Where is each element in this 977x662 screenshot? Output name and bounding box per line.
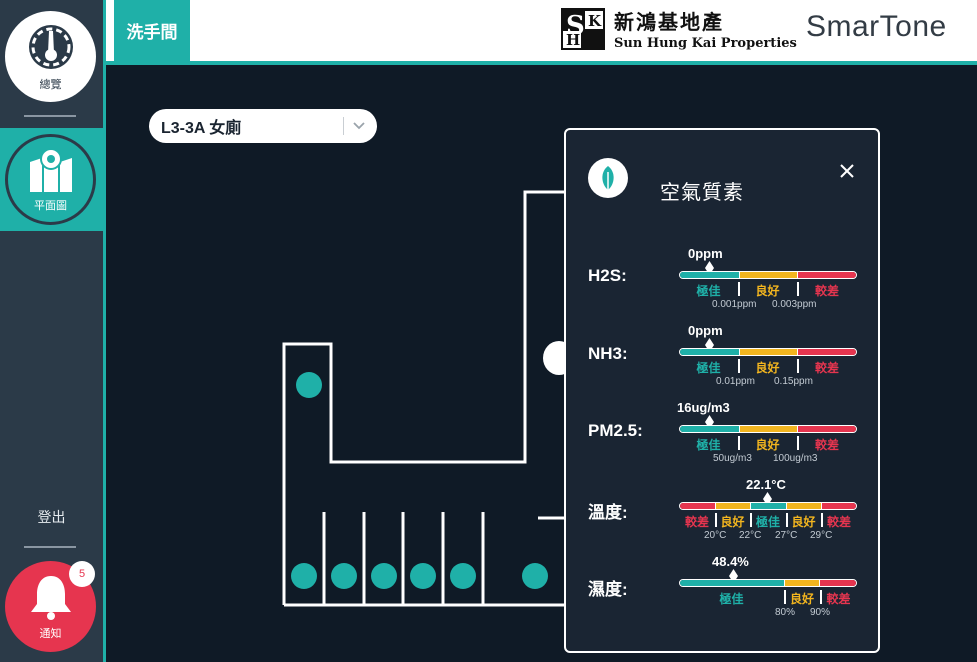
level-label: 極佳 [696, 438, 721, 452]
sidebar-divider [24, 546, 76, 548]
threshold-label: 90% [810, 607, 831, 618]
threshold-label: 50ug/m3 [713, 453, 752, 464]
toilet-icon[interactable] [522, 563, 548, 589]
level-bar [679, 425, 857, 433]
nav-notification-label: 通知 [39, 628, 62, 640]
level-labels: 極佳 良好 較差 [679, 436, 857, 453]
metric-value-h2s: 0ppm [688, 246, 723, 261]
threshold-label: 27°C [775, 530, 798, 541]
threshold-label: 80% [775, 607, 796, 618]
threshold-label: 0.001ppm [712, 299, 757, 310]
level-labels: 較差 良好 極佳 良好 較差 [679, 513, 857, 530]
level-label: 較差 [814, 361, 839, 375]
svg-text:K: K [588, 12, 602, 30]
threshold-label: 29°C [810, 530, 833, 541]
sidebar-edge [103, 0, 106, 662]
level-labels: 極佳 良好 較差 [679, 282, 857, 299]
level-label: 良好 [755, 284, 780, 298]
sidebar-divider [24, 115, 76, 117]
nav-floorplan-button[interactable]: 平面圖 [5, 134, 96, 225]
level-bar [679, 502, 857, 510]
threshold-label: 0.01ppm [716, 376, 755, 387]
header-underline [106, 61, 977, 65]
level-label: 極佳 [696, 284, 721, 298]
threshold-label: 100ug/m3 [773, 453, 818, 464]
notification-count-badge: 5 [69, 561, 95, 587]
level-bar [679, 348, 857, 356]
metric-value-humidity: 48.4% [712, 554, 749, 569]
level-label: 良好 [755, 438, 780, 452]
svg-text:H: H [566, 31, 580, 49]
level-label: 較差 [814, 284, 839, 298]
level-label: 較差 [814, 438, 839, 452]
level-label: 極佳 [696, 361, 721, 375]
metric-value-nh3: 0ppm [688, 323, 723, 338]
location-select[interactable]: L3-3A 女廁 [149, 109, 377, 143]
shkp-chinese-name: 新鴻基地產 [614, 10, 724, 34]
level-bar [679, 579, 857, 587]
level-labels: 極佳 良好 較差 [679, 590, 857, 607]
toilet-icon[interactable] [291, 563, 317, 589]
level-bar [679, 271, 857, 279]
threshold-label: 0.003ppm [772, 299, 817, 310]
metric-value-pm25: 16ug/m3 [677, 400, 730, 415]
level-label: 極佳 [719, 592, 744, 606]
metric-value-temperature: 22.1°C [746, 477, 786, 492]
panel-title: 空氣質素 [660, 182, 744, 204]
location-select-value: L3-3A 女廁 [161, 120, 242, 137]
level-labels: 極佳 良好 較差 [679, 359, 857, 376]
level-label: 較差 [826, 592, 851, 606]
level-label: 良好 [755, 361, 780, 375]
metric-name-temperature: 溫度: [588, 503, 628, 522]
nav-overview-label: 總覽 [39, 79, 62, 91]
map-pin-icon [29, 148, 72, 192]
shkp-logo-icon: S K H [561, 8, 605, 50]
threshold-label: 22°C [739, 530, 762, 541]
toilet-icon[interactable] [371, 563, 397, 589]
level-label: 良好 [789, 592, 814, 606]
metric-name-humidity: 濕度: [588, 580, 628, 599]
toilet-icon[interactable] [410, 563, 436, 589]
dashboard-gauge-icon [28, 25, 73, 69]
close-icon[interactable] [837, 161, 857, 181]
threshold-label: 0.15ppm [774, 376, 813, 387]
level-label: 良好 [791, 515, 816, 529]
select-separator [343, 117, 344, 135]
level-label: 較差 [826, 515, 851, 529]
metric-name-h2s: H2S: [588, 266, 627, 285]
threshold-label: 20°C [704, 530, 727, 541]
metric-name-nh3: NH3: [588, 344, 628, 363]
level-label: 良好 [720, 515, 745, 529]
level-label: 較差 [684, 515, 709, 529]
toilet-icon[interactable] [331, 563, 357, 589]
smartone-logo: SmarTone [806, 10, 947, 43]
toilet-icon[interactable] [296, 372, 322, 398]
nav-overview-button[interactable]: 總覽 [5, 11, 96, 102]
bell-icon [30, 576, 71, 620]
sidebar [0, 0, 103, 662]
nav-floorplan-label: 平面圖 [34, 200, 67, 212]
toilet-icon[interactable] [450, 563, 476, 589]
air-quality-panel: 空氣質素 H2S: 0ppm 極佳 良好 較差 0.001ppm 0.003pp… [564, 128, 880, 653]
shkp-english-name: Sun Hung Kai Properties [614, 36, 797, 51]
page-title-tab[interactable]: 洗手間 [114, 0, 190, 61]
chevron-down-icon[interactable] [351, 117, 367, 133]
metric-name-pm25: PM2.5: [588, 421, 643, 440]
logout-button[interactable]: 登出 [37, 509, 66, 525]
leaf-icon [588, 158, 628, 198]
header-bar [106, 0, 977, 61]
level-label: 極佳 [755, 515, 780, 529]
